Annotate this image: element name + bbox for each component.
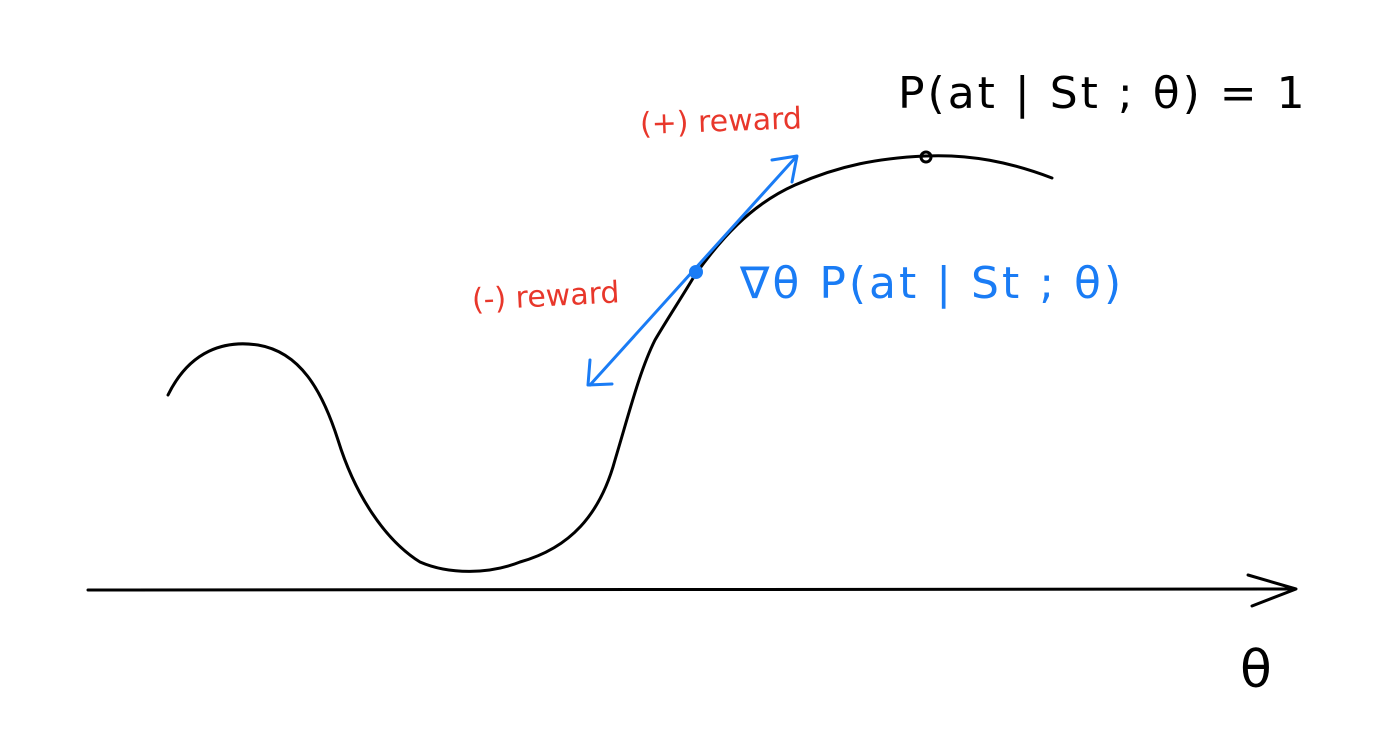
maximum-point xyxy=(919,150,933,164)
current-point xyxy=(689,265,703,279)
probability-curve xyxy=(166,154,1054,573)
theta-axis-label: θ xyxy=(1240,640,1272,700)
gradient-arrowhead-up xyxy=(770,154,799,184)
maximum-label: P(at | St ; θ) = 1 xyxy=(898,68,1308,119)
theta-axis xyxy=(86,587,1292,592)
positive-reward-label: (+) reward xyxy=(639,101,803,142)
gradient-label: ∇θ P(at | St ; θ) xyxy=(740,258,1125,309)
gradient-arrowhead-down xyxy=(586,358,614,387)
negative-reward-label: (-) reward xyxy=(471,275,621,318)
theta-axis-arrowhead xyxy=(1246,573,1298,608)
